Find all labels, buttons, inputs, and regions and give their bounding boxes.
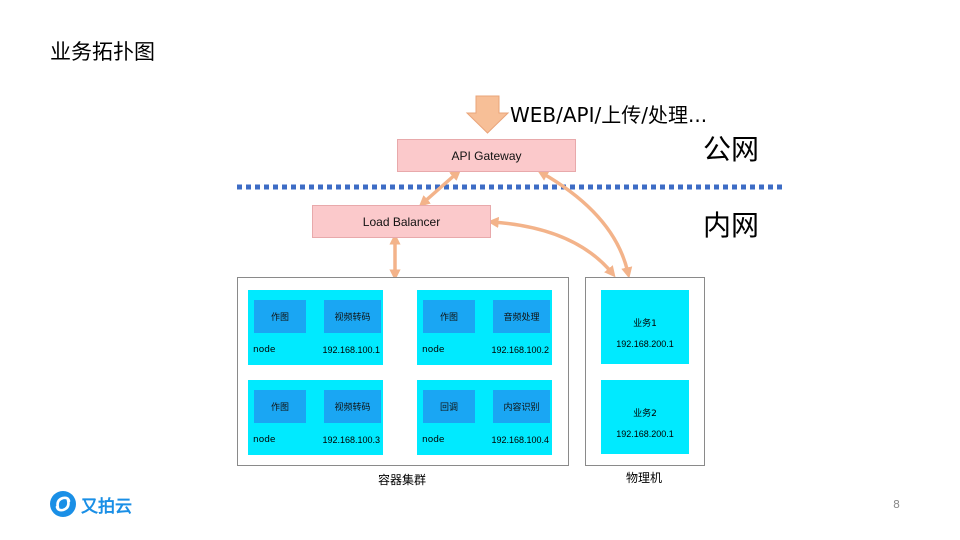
cluster-node: 回调 内容识别 node 192.168.100.4 <box>417 380 552 455</box>
node-ip: 192.168.100.2 <box>491 345 549 355</box>
service-box: 回调 <box>423 390 475 423</box>
gateway-lb-connector <box>418 169 462 207</box>
physical-machines: 业务1 192.168.200.1 业务2 192.168.200.1 <box>585 277 705 466</box>
cluster-node: 作图 视频转码 node 192.168.100.1 <box>248 290 383 365</box>
machine-name: 业务2 <box>633 409 657 419</box>
node-label: node <box>422 345 445 355</box>
physical-caption: 物理机 <box>625 471 662 485</box>
logo-text: 又拍云 <box>81 496 132 517</box>
page-number: 8 <box>893 498 900 511</box>
cluster-node: 作图 视频转码 node 192.168.100.3 <box>248 380 383 455</box>
input-arrow <box>465 95 510 134</box>
service-box: 内容识别 <box>493 390 550 423</box>
node-ip: 192.168.100.1 <box>322 345 380 355</box>
service-box: 作图 <box>254 390 306 423</box>
physical-machine: 业务2 192.168.200.1 <box>601 380 689 454</box>
node-label: node <box>253 435 276 445</box>
zone-public-label: 公网 <box>703 133 760 166</box>
api-gateway-box: API Gateway <box>397 139 576 172</box>
cluster-node: 作图 音频处理 node 192.168.100.2 <box>417 290 552 365</box>
input-label: WEB/API/上传/处理... <box>510 103 708 127</box>
machine-ip: 192.168.200.1 <box>616 339 674 349</box>
logo-icon <box>50 491 76 517</box>
physical-machine: 业务1 192.168.200.1 <box>601 290 689 364</box>
page-title: 业务拓扑图 <box>50 40 155 64</box>
zone-private-label: 内网 <box>703 209 760 242</box>
brand-logo: 又拍云 <box>50 491 132 517</box>
node-ip: 192.168.100.4 <box>491 435 549 445</box>
lb-physical-connector <box>487 216 616 278</box>
load-balancer-box: Load Balancer <box>312 205 491 238</box>
node-label: node <box>253 345 276 355</box>
service-box: 视频转码 <box>324 300 381 333</box>
container-cluster: 作图 视频转码 node 192.168.100.1 作图 音频处理 node … <box>237 277 569 466</box>
machine-ip: 192.168.200.1 <box>616 429 674 439</box>
service-box: 作图 <box>254 300 306 333</box>
cluster-caption: 容器集群 <box>377 473 426 487</box>
node-ip: 192.168.100.3 <box>322 435 380 445</box>
machine-name: 业务1 <box>633 319 657 329</box>
service-box: 视频转码 <box>324 390 381 423</box>
node-label: node <box>422 435 445 445</box>
service-box: 音频处理 <box>493 300 550 333</box>
service-box: 作图 <box>423 300 475 333</box>
